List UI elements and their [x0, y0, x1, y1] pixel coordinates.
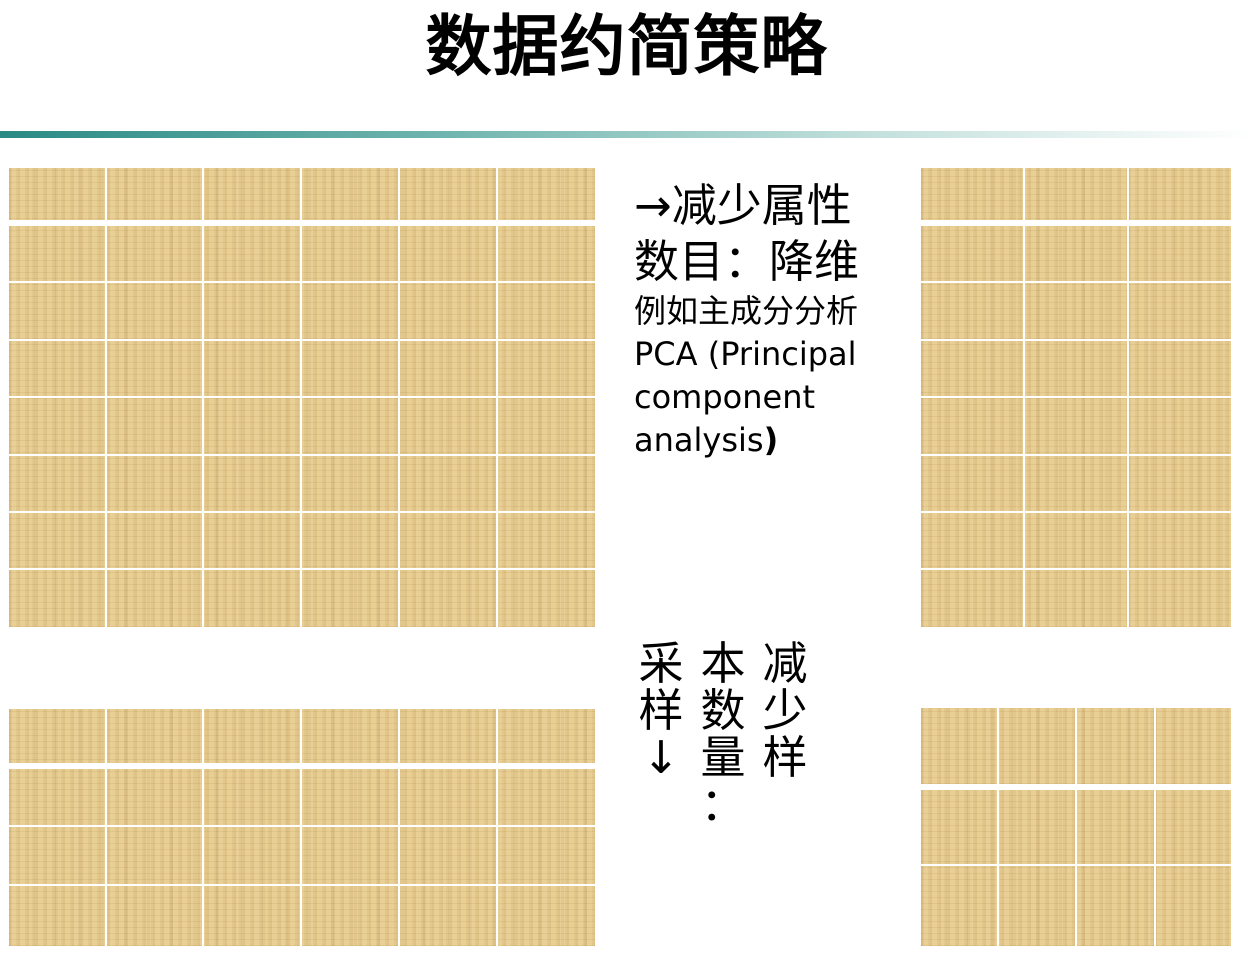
dimension-reduction-text: →减少属性 数目：降维 例如主成分分析 PCA (Principal compo…	[634, 178, 904, 462]
grid-line	[921, 454, 1231, 456]
grid-line	[9, 454, 595, 456]
grid-line	[1023, 168, 1025, 627]
grid-line	[9, 884, 595, 886]
grid-line	[921, 220, 1231, 226]
analysis-word: analysis	[634, 421, 764, 459]
grid-line	[1154, 708, 1156, 946]
vertical-char: 采	[638, 637, 684, 690]
vertical-column-sample-count: 本 数 量 ：	[694, 640, 752, 828]
grid-line	[300, 168, 302, 627]
grid-line	[9, 568, 595, 570]
papyrus-grid-bottom-right	[921, 708, 1231, 946]
grid-line	[1075, 708, 1077, 946]
text-line-pca: PCA (Principal	[634, 335, 857, 373]
grid-line	[9, 339, 595, 341]
grid-line	[398, 168, 400, 627]
grid-line	[921, 511, 1231, 513]
vertical-char: 少	[762, 684, 808, 737]
papyrus-grid-bottom-left	[9, 709, 595, 946]
vertical-char: 样	[762, 731, 808, 784]
vertical-char: 本	[700, 637, 746, 690]
grid-line	[9, 281, 595, 283]
vertical-char: 减	[762, 637, 808, 690]
grid-line	[9, 220, 595, 226]
closing-paren: )	[763, 421, 779, 459]
grid-line	[300, 709, 302, 946]
grid-line	[202, 168, 204, 627]
vertical-char: 量	[700, 731, 746, 784]
grid-line	[1127, 168, 1129, 627]
grid-line	[496, 168, 498, 627]
papyrus-grid-top-left	[9, 168, 595, 627]
slide-title: 数据约简策略	[425, 8, 828, 85]
text-line-reduce-attributes: →减少属性	[634, 179, 852, 232]
papyrus-grid-top-right	[921, 168, 1231, 627]
grid-line	[496, 709, 498, 946]
grid-line	[105, 709, 107, 946]
grid-line	[9, 511, 595, 513]
grid-line	[997, 708, 999, 946]
vertical-char: 数	[700, 684, 746, 737]
grid-line	[9, 763, 595, 769]
grid-line	[105, 168, 107, 627]
text-line-component: component	[634, 378, 816, 416]
vertical-colon: ：	[700, 778, 746, 831]
vertical-column-sampling: 采 样 ↓	[632, 640, 690, 781]
text-line-analysis: analysis)	[634, 419, 904, 462]
grid-line	[921, 339, 1231, 341]
sampling-vertical-text: 采 样 ↓ 本 数 量 ： 减 少 样	[632, 640, 822, 870]
grid-line	[202, 709, 204, 946]
text-line-example-pca: 例如主成分分析	[634, 292, 859, 330]
grid-line	[921, 281, 1231, 283]
down-arrow: ↓	[642, 731, 680, 784]
grid-line	[921, 568, 1231, 570]
grid-line	[398, 709, 400, 946]
text-line-dimensionality: 数目：降维	[634, 235, 860, 288]
title-divider	[0, 131, 1253, 138]
grid-line	[921, 396, 1231, 398]
grid-line	[9, 396, 595, 398]
vertical-column-reduce-samples: 减 少 样	[756, 640, 814, 781]
vertical-char: 样	[638, 684, 684, 737]
grid-line	[9, 825, 595, 827]
